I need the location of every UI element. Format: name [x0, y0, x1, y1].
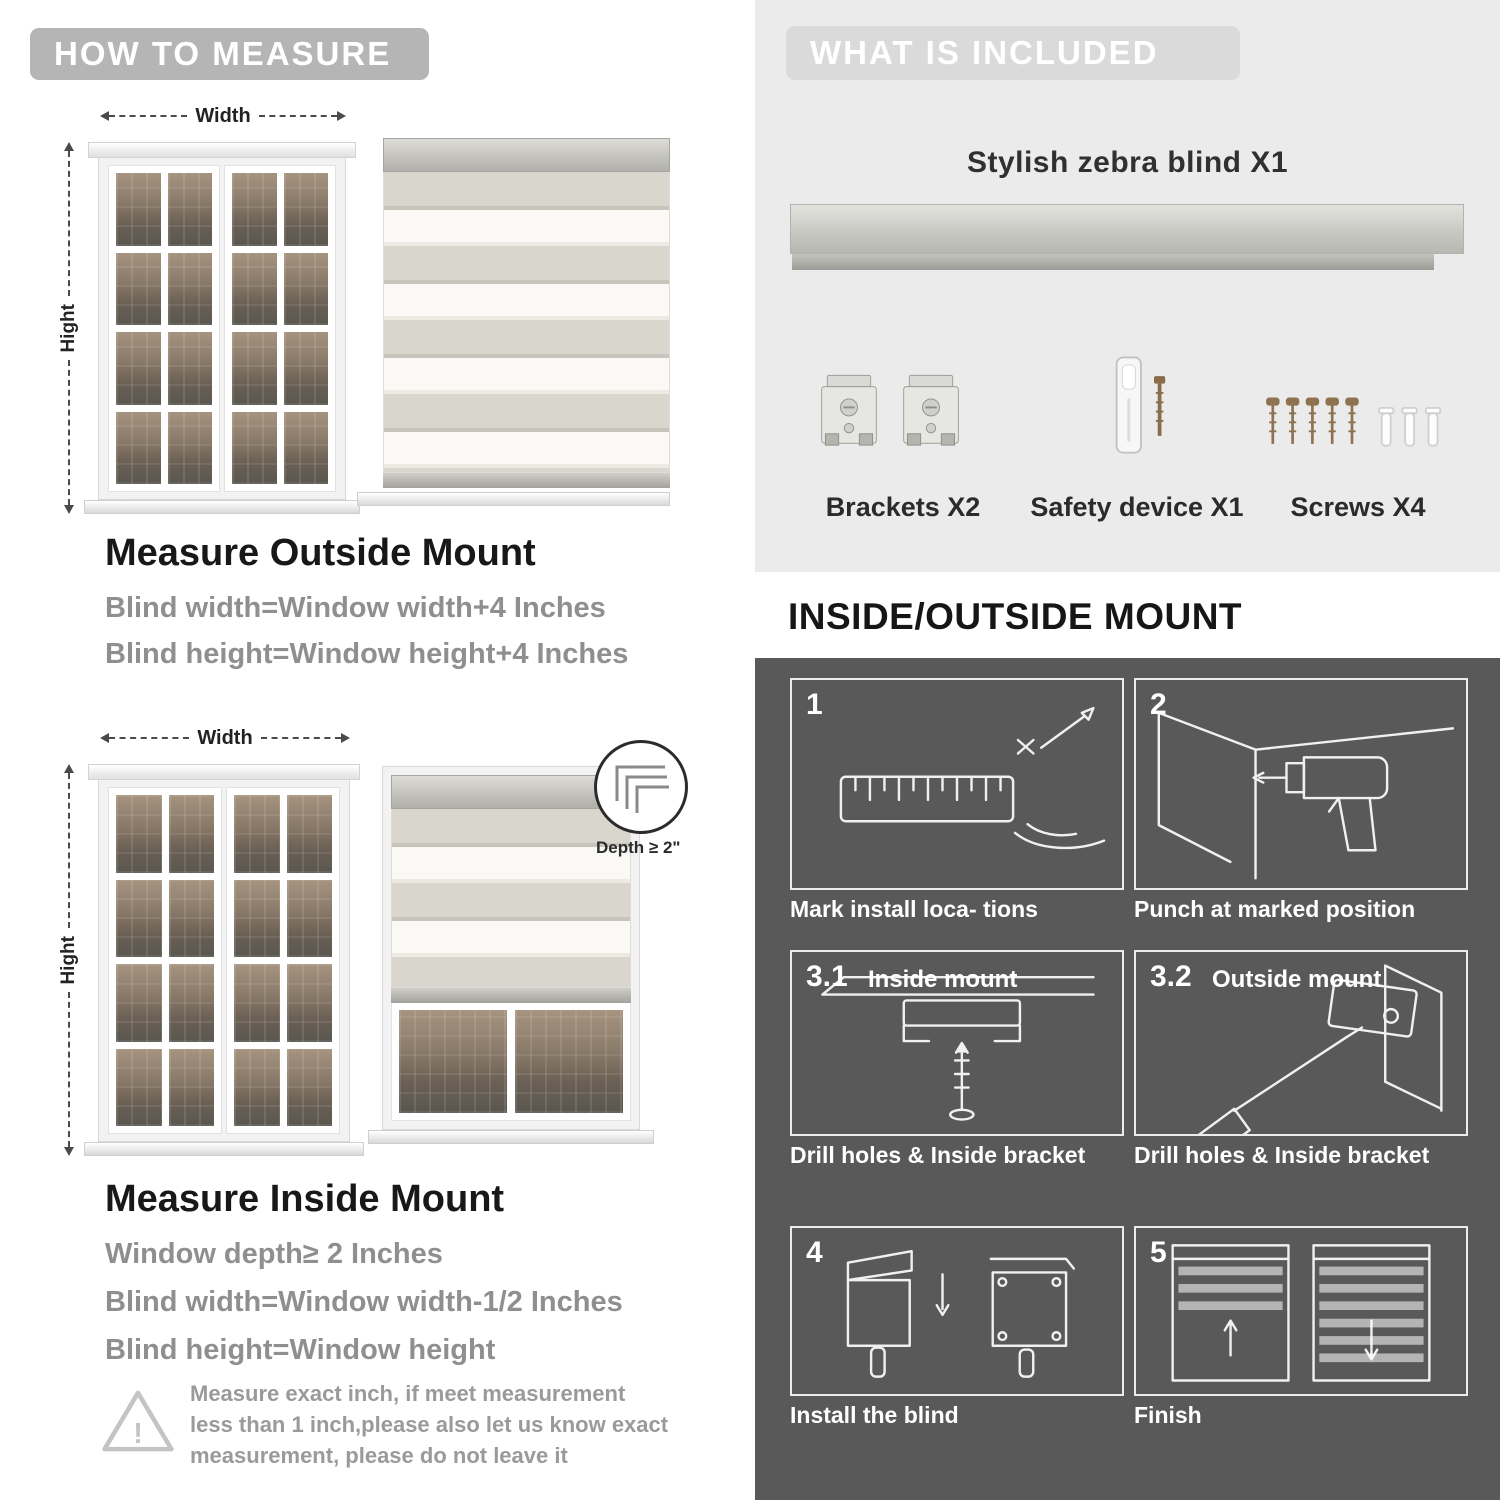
outside-height-arrow: Hight	[56, 142, 82, 515]
inside-height-arrow: Hight	[56, 764, 82, 1157]
step-2-caption: Punch at marked position	[1134, 896, 1416, 922]
step-inline-label: Inside mount	[868, 966, 1018, 993]
bracket-icon	[821, 374, 877, 446]
step-number: 2	[1150, 688, 1167, 721]
svg-text:!: !	[133, 1418, 143, 1450]
step-5-caption: Finish	[1134, 1402, 1202, 1428]
outside-height-label: Hight	[58, 303, 79, 353]
arrow-up-icon	[64, 142, 74, 151]
blind-zebra-stripes	[391, 809, 631, 988]
bracket-icon	[903, 374, 959, 446]
blind-bottom-rail	[383, 473, 670, 488]
what-is-included-header: WHAT IS INCLUDED	[786, 26, 1240, 80]
step-number: 5	[1150, 1236, 1167, 1269]
outside-width-arrow: Width	[100, 104, 347, 127]
inside-line-2: Blind width=Window width-1/2 Inches	[105, 1286, 623, 1318]
screws-label: Screws X4	[1290, 492, 1426, 522]
step-3-2-box: 3.2 Outside mount	[1134, 950, 1468, 1136]
arrow-down-icon	[64, 1147, 74, 1157]
step-2-box: 2	[1134, 678, 1468, 890]
arrow-up-icon	[64, 764, 74, 773]
arrow-left-icon	[100, 111, 109, 121]
step-4-caption: Install the blind	[790, 1402, 959, 1428]
inside-line-1: Window depth≥ 2 Inches	[105, 1238, 443, 1270]
step-1-caption: Mark install loca- tions	[790, 896, 1038, 922]
inside-blind-illustration	[368, 766, 654, 1144]
step-3-1-caption: Drill holes & Inside bracket	[790, 1142, 1086, 1168]
step3-1-inside-bracket-illustration	[821, 975, 1095, 1121]
how-to-measure-label: HOW TO MEASURE	[54, 35, 392, 72]
outside-blind-illustration	[383, 138, 670, 488]
arrow-right-icon	[341, 733, 351, 743]
step-number: 3.1	[806, 960, 848, 993]
outside-line-2: Blind height=Window height+4 Inches	[105, 638, 629, 670]
window-sash	[224, 165, 336, 492]
outside-width-label: Width	[195, 104, 251, 127]
step-number: 4	[806, 1236, 823, 1269]
step-3-1-box: 3.1 Inside mount	[790, 950, 1124, 1136]
step-number: 3.2	[1150, 960, 1192, 993]
screw-icon	[1266, 397, 1442, 447]
arrow-right-icon	[337, 111, 347, 121]
step-3-2-caption: Drill holes & Inside bracket	[1134, 1142, 1430, 1168]
brackets-label: Brackets X2	[825, 492, 981, 522]
zebra-blind-label: Stylish zebra blind X1	[966, 146, 1289, 179]
inside-line-3: Blind height=Window height	[105, 1334, 496, 1366]
step4-install-blind-illustration	[846, 1249, 1075, 1378]
what-is-included-label: WHAT IS INCLUDED	[810, 34, 1159, 71]
step5-finish-illustration	[1171, 1244, 1431, 1382]
corner-detail-icon	[615, 765, 669, 813]
step-number: 1	[806, 688, 823, 721]
blind-upper	[391, 775, 631, 1003]
depth-callout-circle	[594, 740, 688, 834]
step3-2-outside-bracket-illustration	[1198, 964, 1443, 1134]
step-5-box: 5	[1134, 1226, 1468, 1396]
step2-drill-illustration	[1157, 711, 1455, 880]
outside-window-illustration	[84, 142, 360, 514]
blind-zebra-stripes	[383, 172, 670, 473]
depth-label: Depth ≥ 2"	[596, 838, 681, 857]
window-sill	[357, 492, 670, 506]
arrow-left-icon	[100, 733, 109, 743]
outside-mount-title: Measure Outside Mount	[105, 532, 536, 574]
step-4-box: 4	[790, 1226, 1124, 1396]
window-lintel	[88, 142, 356, 158]
safety-device-icon	[1115, 356, 1166, 454]
window-sill	[84, 1142, 364, 1156]
step-inline-label: Outside mount	[1212, 966, 1382, 993]
window-sash	[108, 165, 220, 492]
arrow-down-icon	[64, 505, 74, 515]
inside-window-illustration	[84, 764, 364, 1156]
how-to-measure-header: HOW TO MEASURE	[30, 28, 429, 80]
what-is-included-section	[755, 0, 1500, 572]
inside-width-label: Width	[197, 726, 253, 749]
window-sash	[108, 787, 222, 1134]
inside-width-arrow: Width	[100, 726, 351, 749]
window-sill	[368, 1130, 654, 1144]
step1-mark-illustration	[839, 706, 1106, 850]
safety-device-label: Safety device X1	[1030, 492, 1244, 522]
outside-line-1: Blind width=Window width+4 Inches	[105, 592, 606, 624]
blind-bottom-rail	[391, 988, 631, 1003]
mount-section-title: INSIDE/OUTSIDE MOUNT	[788, 596, 1243, 637]
blind-cassette	[391, 775, 631, 809]
warning-text: Measure exact inch, if meet measurement …	[190, 1381, 669, 1468]
inside-mount-title: Measure Inside Mount	[105, 1178, 505, 1220]
blind-cassette	[383, 138, 670, 172]
step-1-box: 1	[790, 678, 1124, 890]
warning-icon: !	[102, 1390, 174, 1452]
window-lintel	[88, 764, 360, 780]
headrail-illustration	[790, 204, 1464, 270]
window-sash	[226, 787, 340, 1134]
window-sill	[84, 500, 360, 514]
inside-height-label: Hight	[58, 935, 79, 985]
